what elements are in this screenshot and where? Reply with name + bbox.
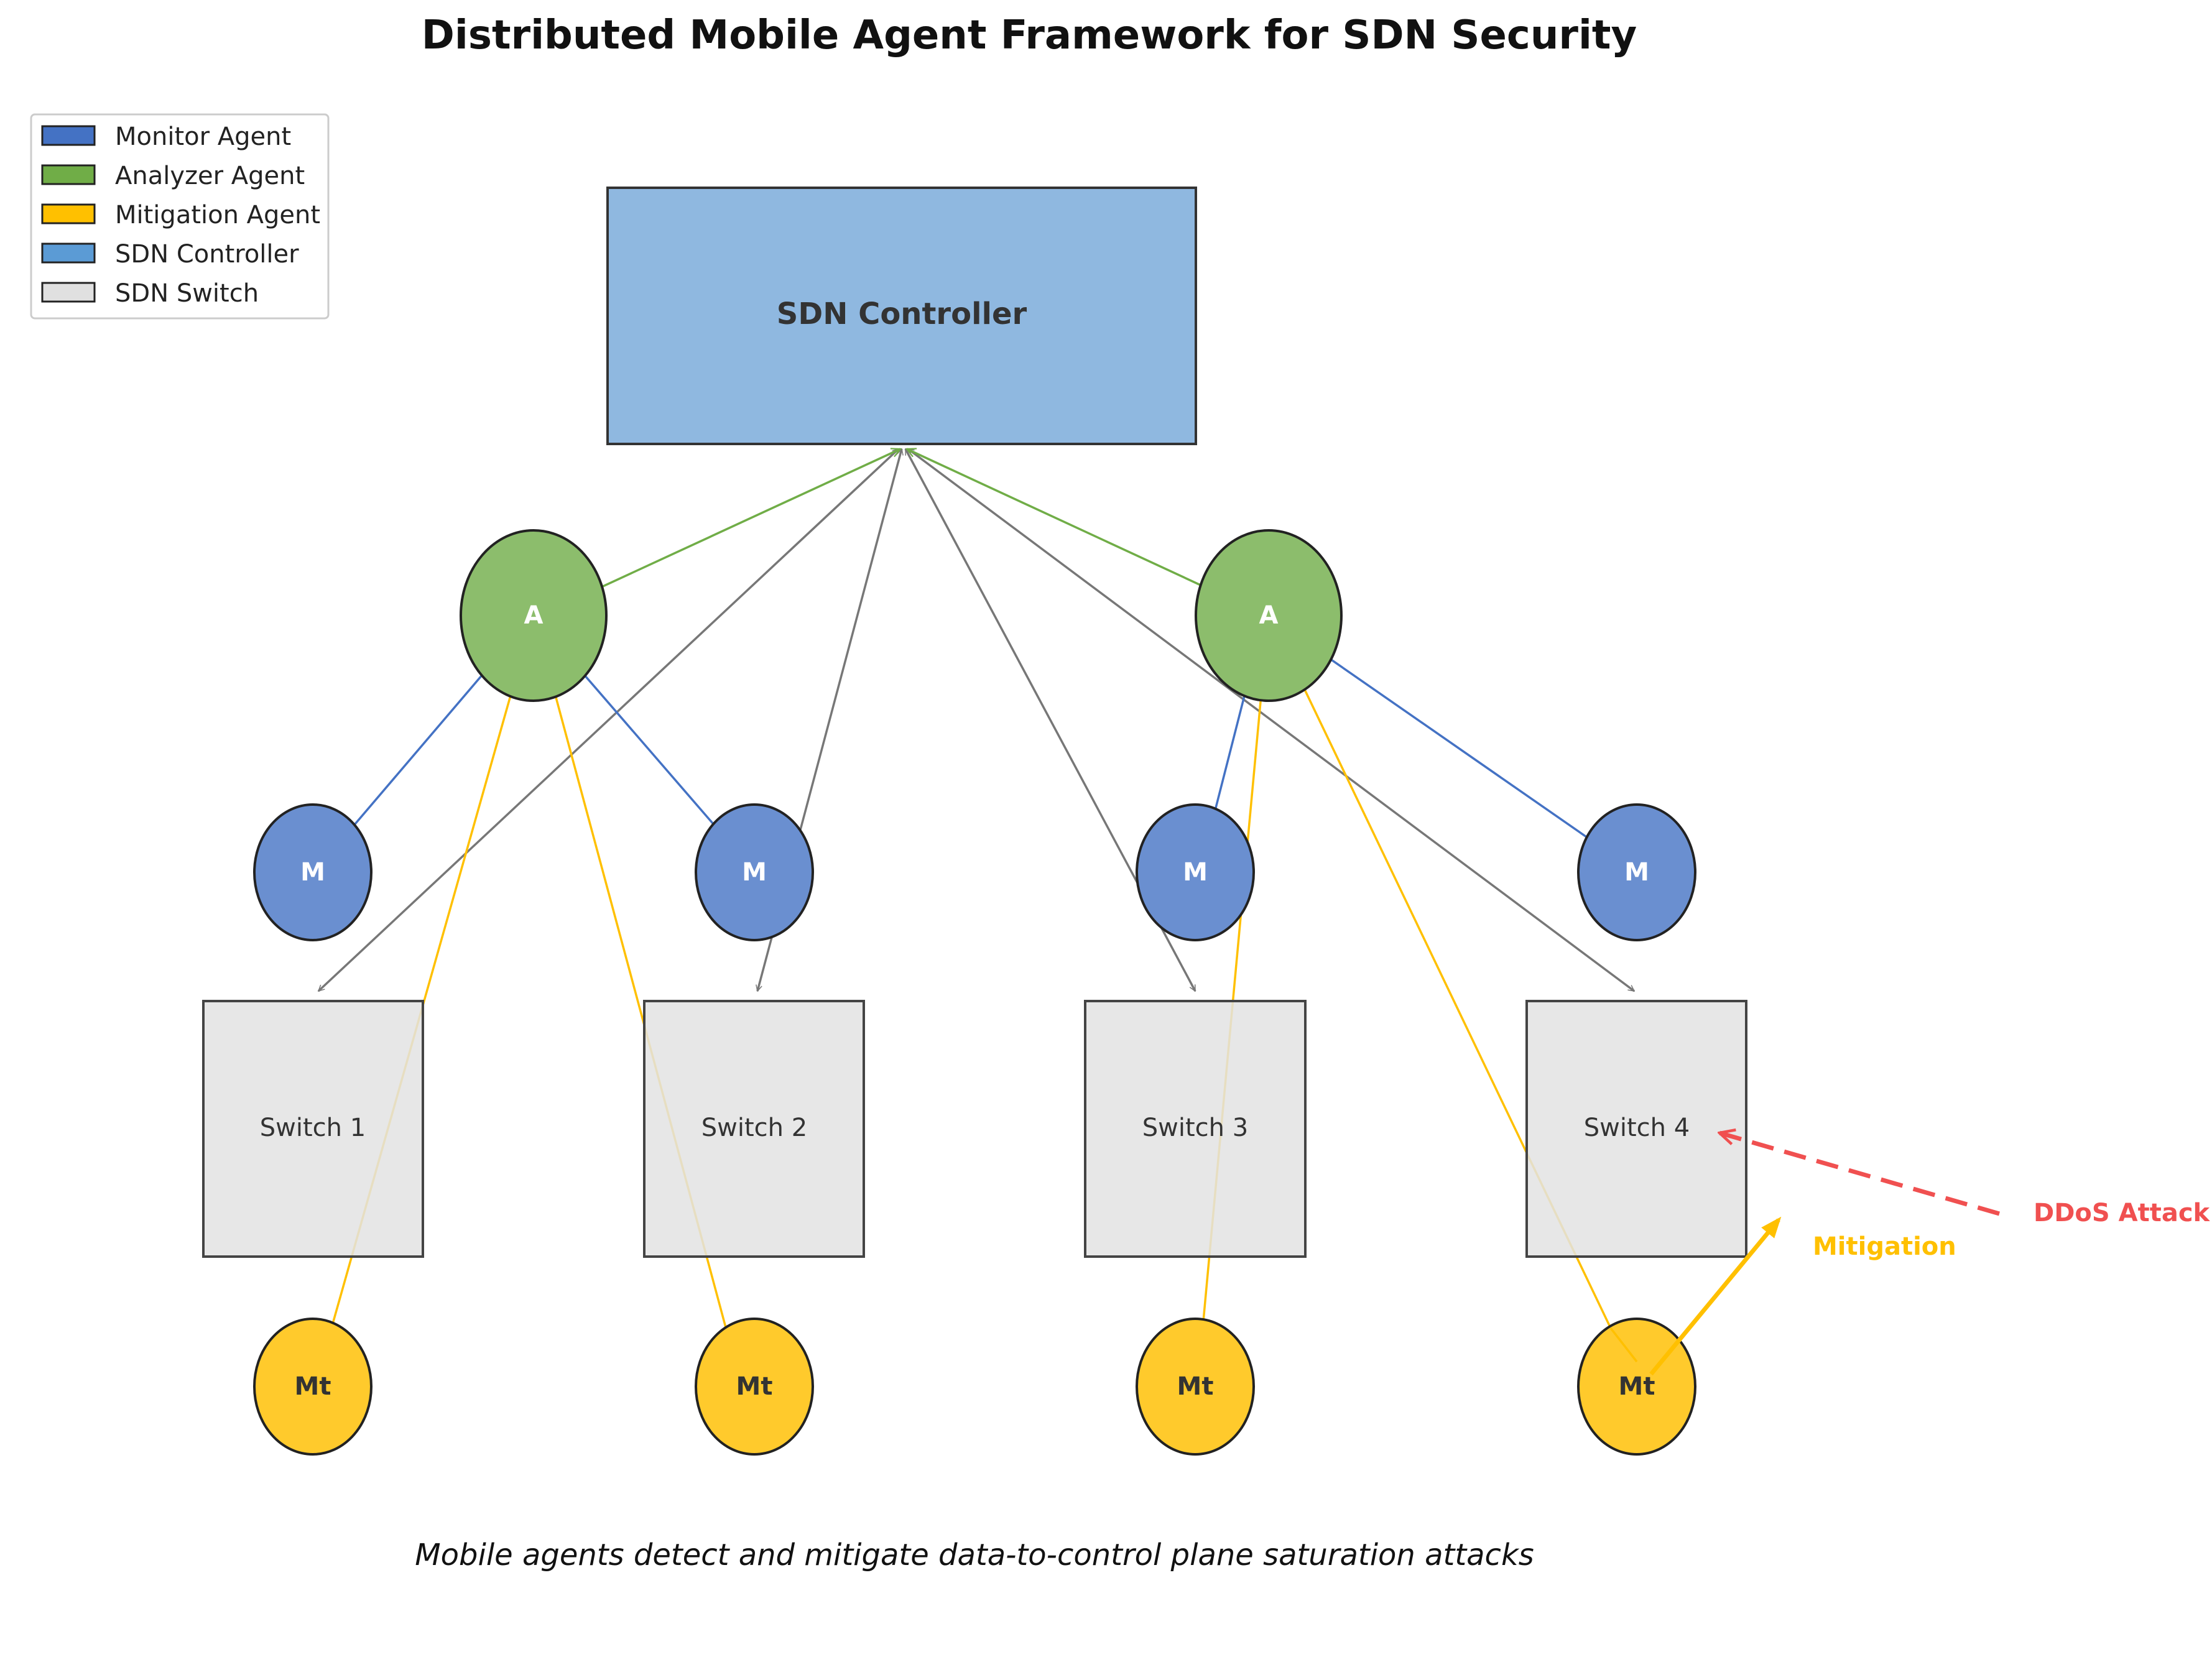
diagram-caption: Mobile agents detect and mitigate data-t… [415,1538,1534,1572]
analyzer-label: A [1259,601,1279,630]
switch-label: Switch 1 [260,1114,366,1142]
analyzer-label: A [524,601,544,630]
mitigation-agent-1: Mt [253,1318,373,1456]
legend-swatch-analyzer [41,164,96,185]
monitor-agent-2: M [695,803,814,941]
monitor-agent-1: M [253,803,373,941]
legend-label-monitor: Monitor Agent [115,122,291,151]
switch-box [1084,1000,1307,1258]
legend-swatch-switch [41,282,96,303]
diagram-title: Distributed Mobile Agent Framework for S… [422,12,1637,58]
ddos-attack-arrow [1719,1133,2000,1216]
analyzer-node [1195,529,1343,702]
sdn-switch-4: Switch 4 [1525,1000,1747,1258]
analyzer-agent-1: A [460,529,608,702]
monitor-node [1577,803,1696,941]
legend-label-controller: SDN Controller [115,240,299,269]
sdn-switch-2: Switch 2 [643,1000,865,1258]
mitigation-agent-3: Mt [1136,1318,1255,1456]
mitigation-agent-2: Mt [695,1318,814,1456]
mitigation-arrow [1649,1216,1782,1376]
monitor-label: M [300,858,325,887]
switch-box [202,1000,424,1258]
monitor-label: M [1183,858,1208,887]
monitor-node [1136,803,1255,941]
legend-item-controller: SDN Controller [41,240,299,269]
mitigation-label: Mt [736,1372,773,1401]
monitor-label: M [1624,858,1649,887]
legend-label-mitigation: Mitigation Agent [115,201,320,229]
controller-label: SDN Controller [777,297,1027,331]
mitigation-action: Mitigation [1649,1216,1956,1376]
sdn-switch-1: Switch 1 [202,1000,424,1258]
ddos-attack-label: DDoS Attack [2034,1199,2211,1227]
switch-label: Switch 3 [1142,1114,1248,1142]
monitor-node [695,803,814,941]
switch-label: Switch 2 [701,1114,807,1142]
mitigation-label: Mt [1177,1372,1214,1401]
monitor-agent-3: M [1136,803,1255,941]
legend: Monitor Agent Analyzer Agent Mitigation … [30,113,330,320]
link-analyzer-2-mitigator-4-overlay [1609,1327,1638,1363]
sdn-controller: SDN Controller [606,187,1197,445]
switch-box [1525,1000,1747,1258]
sdn-switch-3: Switch 3 [1084,1000,1307,1258]
legend-swatch-controller [41,242,96,264]
mitigation-node [695,1318,814,1456]
legend-label-switch: SDN Switch [115,279,259,308]
legend-swatch-monitor [41,125,96,146]
monitor-node [253,803,373,941]
mitigation-node [1136,1318,1255,1456]
monitor-label: M [742,858,767,887]
ddos-attack: DDoS Attack [1719,1133,2211,1227]
legend-item-mitigation: Mitigation Agent [41,201,320,229]
mitigation-node [253,1318,373,1456]
controller-box [606,187,1197,445]
legend-item-analyzer: Analyzer Agent [41,162,305,190]
link-controller-switch-1 [318,448,899,992]
legend-frame [30,113,330,320]
legend-swatch-mitigation [41,203,96,224]
mitigation-label: Mt [295,1372,331,1401]
link-monitor-4-analyzer-2 [1275,619,1640,875]
legend-item-switch: SDN Switch [41,279,259,308]
legend-label-analyzer: Analyzer Agent [115,162,305,190]
mitigation-action-label: Mitigation [1813,1232,1956,1261]
mitigation-label: Mt [1619,1372,1655,1401]
legend-item-monitor: Monitor Agent [41,122,291,151]
analyzer-node [460,529,608,702]
analyzer-agent-2: A [1195,529,1343,702]
monitor-agent-4: M [1577,803,1696,941]
switch-label: Switch 4 [1584,1114,1690,1142]
switch-box [643,1000,865,1258]
